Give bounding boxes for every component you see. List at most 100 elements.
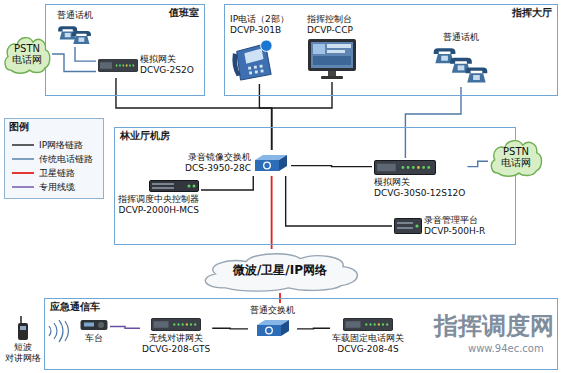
wave-arc bbox=[49, 326, 51, 336]
device-label: 模拟网关DCVG-2S2O bbox=[140, 54, 194, 76]
legend-text: 卫星链路 bbox=[39, 168, 75, 179]
label-holder: www.94ec.com bbox=[468, 343, 544, 355]
legend-row: 传统电话链路 bbox=[11, 152, 98, 166]
device-text: 录音管理平台 bbox=[424, 215, 485, 226]
device-label: 车载固定电话网关DCVG-208-4S bbox=[332, 333, 404, 355]
connector-line bbox=[291, 166, 372, 167]
connector-line bbox=[259, 84, 271, 150]
device-label: 指挥调度中央控制器DCVP-2000H-MCS bbox=[118, 194, 199, 216]
device-text: 模拟网关 bbox=[374, 177, 465, 188]
device-node: 模拟网关DCVG-30S0-12S12O bbox=[372, 158, 467, 201]
device-text: 普通话机 bbox=[443, 32, 479, 43]
device-label: 普通话机 bbox=[57, 10, 93, 21]
device-label: 普通交换机 bbox=[250, 305, 295, 316]
device-text: DCVP-2000H-MCS bbox=[118, 205, 199, 216]
device-node: 普通话机 bbox=[54, 8, 96, 47]
connector-line bbox=[212, 328, 248, 330]
room-panel: 值班室普通话机模拟网关DCVG-2S2O bbox=[45, 4, 205, 96]
device-text: 短波 对讲网络 bbox=[4, 342, 42, 364]
cloud-label: PSTN 电话网 bbox=[10, 43, 44, 66]
device-node: 车载固定电话网关DCVG-208-4S bbox=[330, 316, 406, 357]
device-text: 普通话机 bbox=[57, 10, 93, 21]
device-text: DCS-3950-28C bbox=[185, 163, 251, 174]
device-icon bbox=[255, 318, 291, 338]
device-node: 车台 bbox=[78, 316, 110, 346]
device-icon bbox=[307, 38, 357, 80]
legend-text: 传统电话链路 bbox=[39, 154, 93, 165]
device-label: IP电话（2部）DCVP-301B bbox=[230, 14, 289, 36]
wave-arc bbox=[65, 321, 69, 341]
device-text: 车载固定电话网关 bbox=[332, 333, 404, 344]
device-label: 录音镜像交换机DCS-3950-28C bbox=[185, 152, 251, 174]
legend-row: 卫星链路 bbox=[11, 166, 98, 180]
legend-swatch bbox=[11, 141, 35, 149]
device-text: 指挥调度中央控制器 bbox=[118, 194, 199, 205]
device-icon bbox=[98, 59, 138, 72]
device-icon bbox=[394, 218, 422, 234]
cloud-label: 微波/卫星/IP网络 bbox=[233, 264, 327, 278]
watermark: 指挥调度网 bbox=[434, 312, 554, 341]
device-text: DCVG-2S2O bbox=[140, 65, 194, 76]
connector-line bbox=[271, 176, 273, 249]
legend-row: IP网络链路 bbox=[11, 138, 98, 152]
device-text: 录音镜像交换机 bbox=[185, 152, 251, 163]
device-node: IP电话（2部）DCVP-301B bbox=[228, 12, 291, 84]
device-icon bbox=[80, 318, 108, 331]
connector-line bbox=[110, 327, 140, 329]
legend-text: IP网络链路 bbox=[39, 140, 83, 151]
watermark-url: www.94ec.com bbox=[468, 343, 544, 355]
device-text: 模拟网关 bbox=[140, 54, 194, 65]
connector-line bbox=[405, 87, 461, 158]
room-panel: 林业厅机房录音镜像交换机DCS-3950-28C 指挥调度中央控制器DCVP-20… bbox=[114, 127, 516, 245]
device-icon bbox=[17, 316, 29, 340]
device-node: 录音镜像交换机DCS-3950-28C bbox=[183, 150, 291, 176]
device-icon bbox=[343, 318, 393, 331]
device-icon bbox=[432, 45, 490, 85]
device-node: 无线对讲网关DCVG-208-GTS bbox=[140, 316, 212, 357]
room-panel: 指挥大厅IP电话（2部）DCVP-301B指挥控制台DCVP-CCP普通话机 bbox=[224, 4, 558, 96]
legend-row: 专用线缆 bbox=[11, 180, 98, 194]
device-text: DCVG-30S0-12S12O bbox=[374, 188, 465, 199]
connector-line bbox=[297, 328, 330, 330]
device-node: 录音管理平台DCVP-500H-R bbox=[392, 213, 487, 239]
device-icon bbox=[56, 23, 94, 45]
device-icon bbox=[253, 153, 289, 173]
device-text: 无线对讲网关 bbox=[142, 333, 210, 344]
connector-line bbox=[467, 161, 488, 166]
cloud-label: PSTN 电话网 bbox=[499, 146, 533, 169]
device-label: 模拟网关DCVG-30S0-12S12O bbox=[374, 177, 465, 199]
device-node: 指挥调度中央控制器DCVP-2000H-MCS bbox=[116, 178, 201, 218]
device-text: 普通交换机 bbox=[250, 305, 295, 316]
device-node: 短波 对讲网络 bbox=[2, 314, 44, 366]
label-holder: 图例 bbox=[9, 121, 29, 133]
network-cloud: 微波/卫星/IP网络 bbox=[195, 249, 365, 293]
device-node: 普通话机 bbox=[430, 30, 492, 87]
device-label: 车台 bbox=[85, 333, 103, 344]
device-icon bbox=[149, 180, 199, 192]
legend-swatch bbox=[11, 169, 35, 177]
device-text: 车台 bbox=[85, 333, 103, 344]
device-text: DCVP-500H-R bbox=[424, 226, 485, 237]
panel-title: 林业厅机房 bbox=[115, 128, 515, 144]
device-node: 模拟网关DCVG-2S2O bbox=[96, 52, 196, 78]
legend-title: 图例 bbox=[9, 121, 29, 133]
network-cloud: PSTN 电话网 bbox=[488, 136, 544, 178]
device-text: DCVG-208-GTS bbox=[142, 344, 210, 355]
device-node: 指挥控制台DCVP-CCP bbox=[305, 12, 359, 82]
connector-line bbox=[201, 176, 253, 190]
wave-arc bbox=[59, 320, 63, 342]
device-icon bbox=[374, 160, 436, 175]
device-label: 短波 对讲网络 bbox=[4, 342, 42, 364]
device-text: DCVP-301B bbox=[230, 25, 289, 36]
connector-line bbox=[75, 47, 96, 61]
device-text: 指挥控制台 bbox=[307, 14, 353, 25]
network-cloud: PSTN 电话网 bbox=[2, 33, 52, 75]
device-node: 普通交换机 bbox=[248, 303, 297, 340]
device-text: DCVG-208-4S bbox=[332, 344, 404, 355]
legend-text: 专用线缆 bbox=[39, 182, 75, 193]
device-label: 无线对讲网关DCVG-208-GTS bbox=[142, 333, 210, 355]
device-text: IP电话（2部） bbox=[230, 14, 289, 25]
wave-arc bbox=[54, 323, 57, 339]
label-holder: 指挥调度网 bbox=[434, 312, 554, 341]
device-text: DCVP-CCP bbox=[307, 25, 353, 36]
